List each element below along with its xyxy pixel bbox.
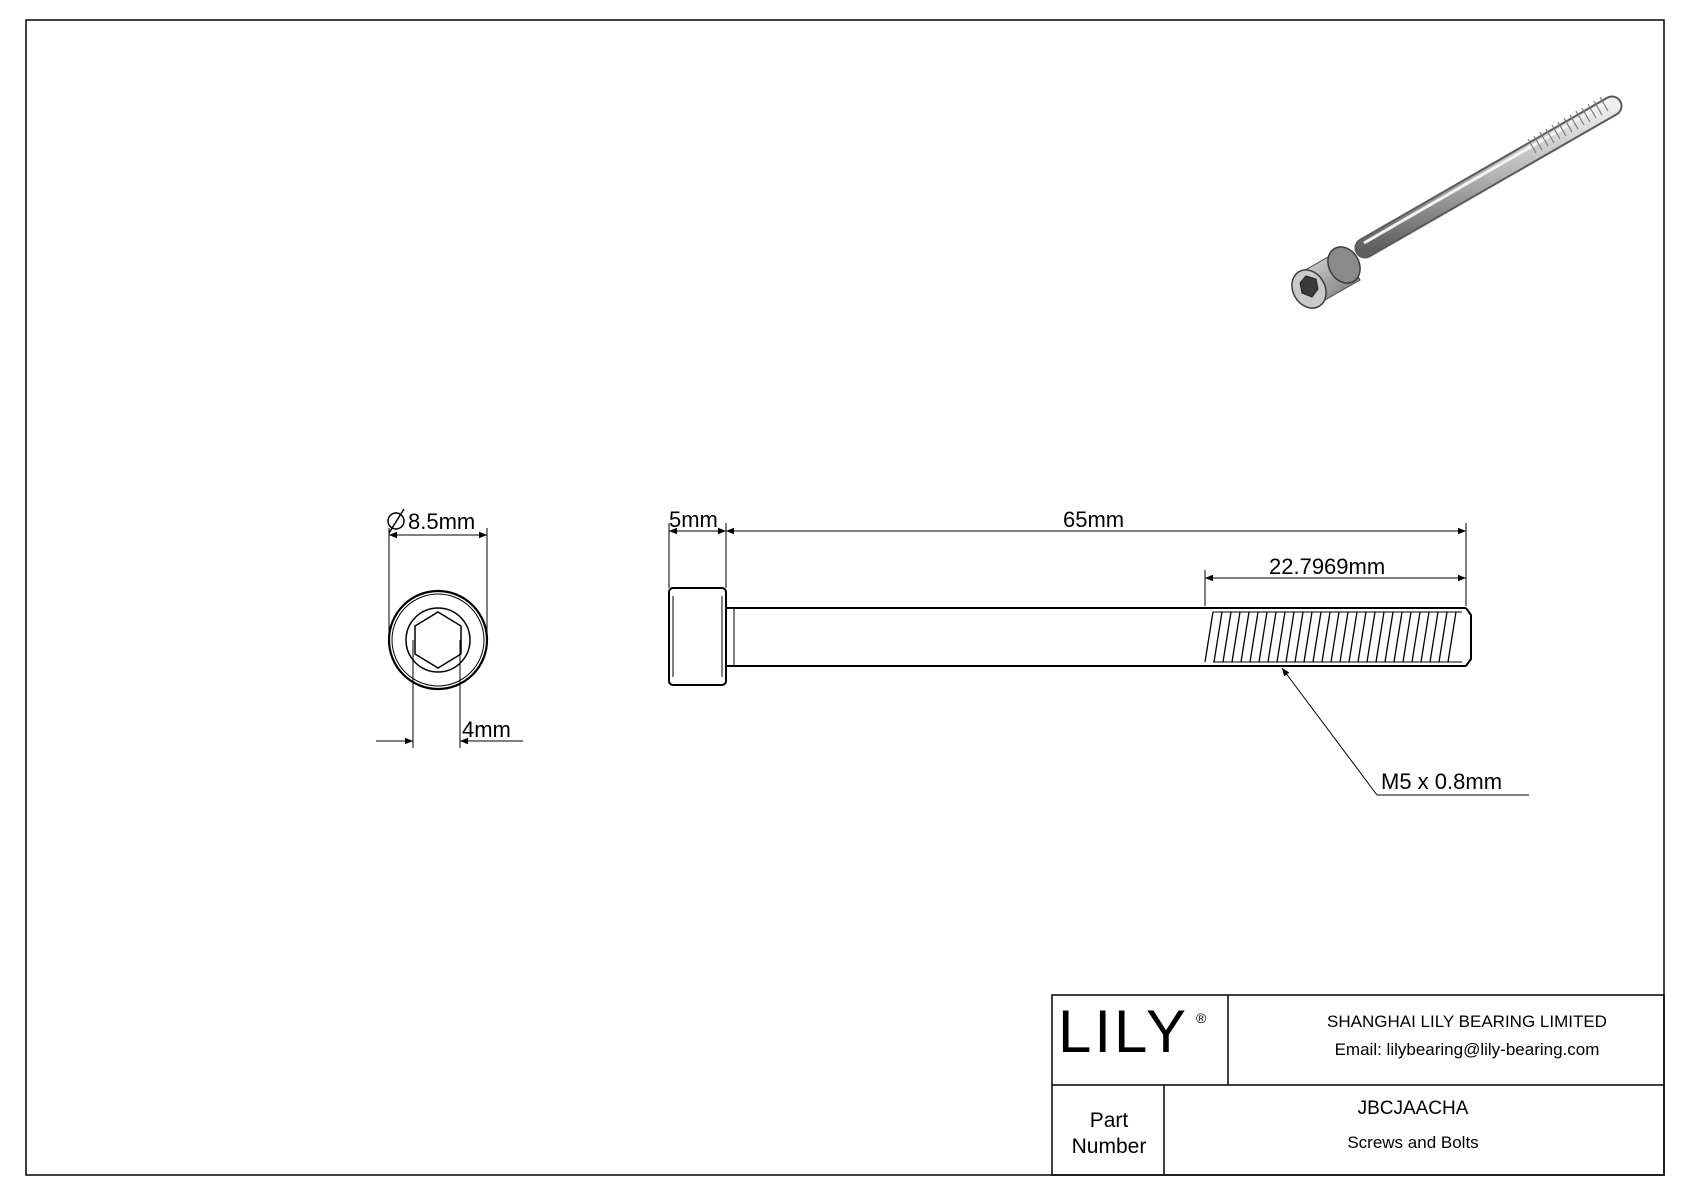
isometric-screw-view xyxy=(1291,95,1623,309)
part-number-value: JBCJAACHA xyxy=(1357,1098,1469,1119)
head-height-label: 5mm xyxy=(669,507,718,532)
thread-spec-label: M5 x 0.8mm xyxy=(1381,769,1502,794)
company-email: Email: lilybearing@lily-bearing.com xyxy=(1334,1040,1600,1059)
thread-length-label: 22.7969mm xyxy=(1269,554,1385,579)
overall-length-label: 65mm xyxy=(1063,507,1124,532)
company-name: SHANGHAI LILY BEARING LIMITED xyxy=(1327,1012,1607,1031)
diameter-symbol xyxy=(387,508,405,534)
part-description: Screws and Bolts xyxy=(1347,1133,1479,1152)
iso-threads xyxy=(1527,96,1609,154)
registered-mark: ® xyxy=(1196,1010,1207,1026)
thread-leader-line xyxy=(1281,667,1378,796)
hex-socket-label: 4mm xyxy=(462,717,511,742)
thread-lines xyxy=(1204,611,1457,663)
side-view xyxy=(668,523,1529,796)
sheet-border xyxy=(25,19,1665,1176)
title-block xyxy=(1051,994,1665,1176)
part-number-label: Part Number xyxy=(1071,1109,1147,1158)
end-view xyxy=(376,528,523,748)
lily-logo: LILY xyxy=(1058,998,1189,1065)
head-diameter-label: 8.5mm xyxy=(408,509,475,534)
